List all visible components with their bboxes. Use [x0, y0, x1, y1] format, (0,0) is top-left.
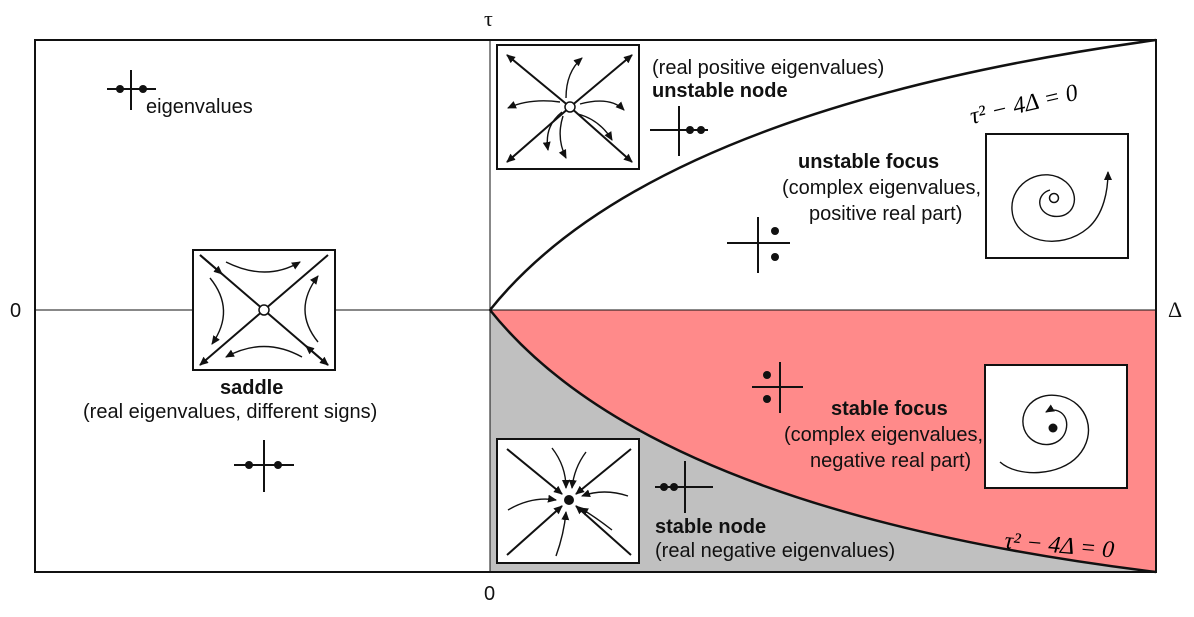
stable-node-region: [490, 310, 1156, 572]
stable-focus-title: stable focus: [831, 398, 948, 420]
unstable-focus-description-1: (complex eigenvalues,: [782, 177, 981, 199]
eigenvalue-legend-label: eigenvalues: [146, 96, 253, 118]
plot-frame: [34, 39, 1157, 573]
curve-label-top: τ² − 4Δ = 0: [968, 80, 1081, 130]
stable-focus-description-1: (complex eigenvalues,: [784, 424, 983, 446]
stable-focus-eigenvalue-icon: [752, 362, 803, 413]
stable-node-phase-portrait: [496, 438, 640, 564]
unstable-node-title: unstable node: [652, 80, 788, 102]
parabola-curve: [489, 38, 1157, 311]
unstable-focus-eigenvalue-icon: [727, 217, 790, 273]
origin-label-left: 0: [10, 300, 21, 322]
stable-node-description: (real negative eigenvalues): [655, 540, 895, 562]
unstable-node-eigenvalue-icon: [650, 106, 708, 156]
stable-node-title: stable node: [655, 516, 766, 538]
parabola-curve-lower: [489, 309, 1157, 574]
unstable-focus-description-2: positive real part): [809, 203, 962, 225]
stable-focus-phase-portrait: [984, 364, 1128, 489]
eigenvalue-legend-icon: [107, 70, 156, 110]
tau-axis-label: τ: [484, 6, 493, 31]
saddle-description: (real eigenvalues, different signs): [83, 401, 377, 423]
saddle-phase-portrait: [192, 249, 336, 371]
unstable-node-phase-portrait: [496, 44, 640, 170]
origin-label-bottom: 0: [484, 583, 495, 605]
unstable-node-description: (real positive eigenvalues): [652, 57, 884, 79]
saddle-title: saddle: [220, 377, 283, 399]
unstable-focus-title: unstable focus: [798, 151, 939, 173]
saddle-eigenvalue-icon: [234, 440, 294, 492]
unstable-focus-phase-portrait: [985, 133, 1129, 259]
stable-focus-description-2: negative real part): [810, 450, 971, 472]
delta-axis-label: Δ: [1168, 297, 1182, 322]
stable-node-eigenvalue-icon: [655, 461, 713, 513]
